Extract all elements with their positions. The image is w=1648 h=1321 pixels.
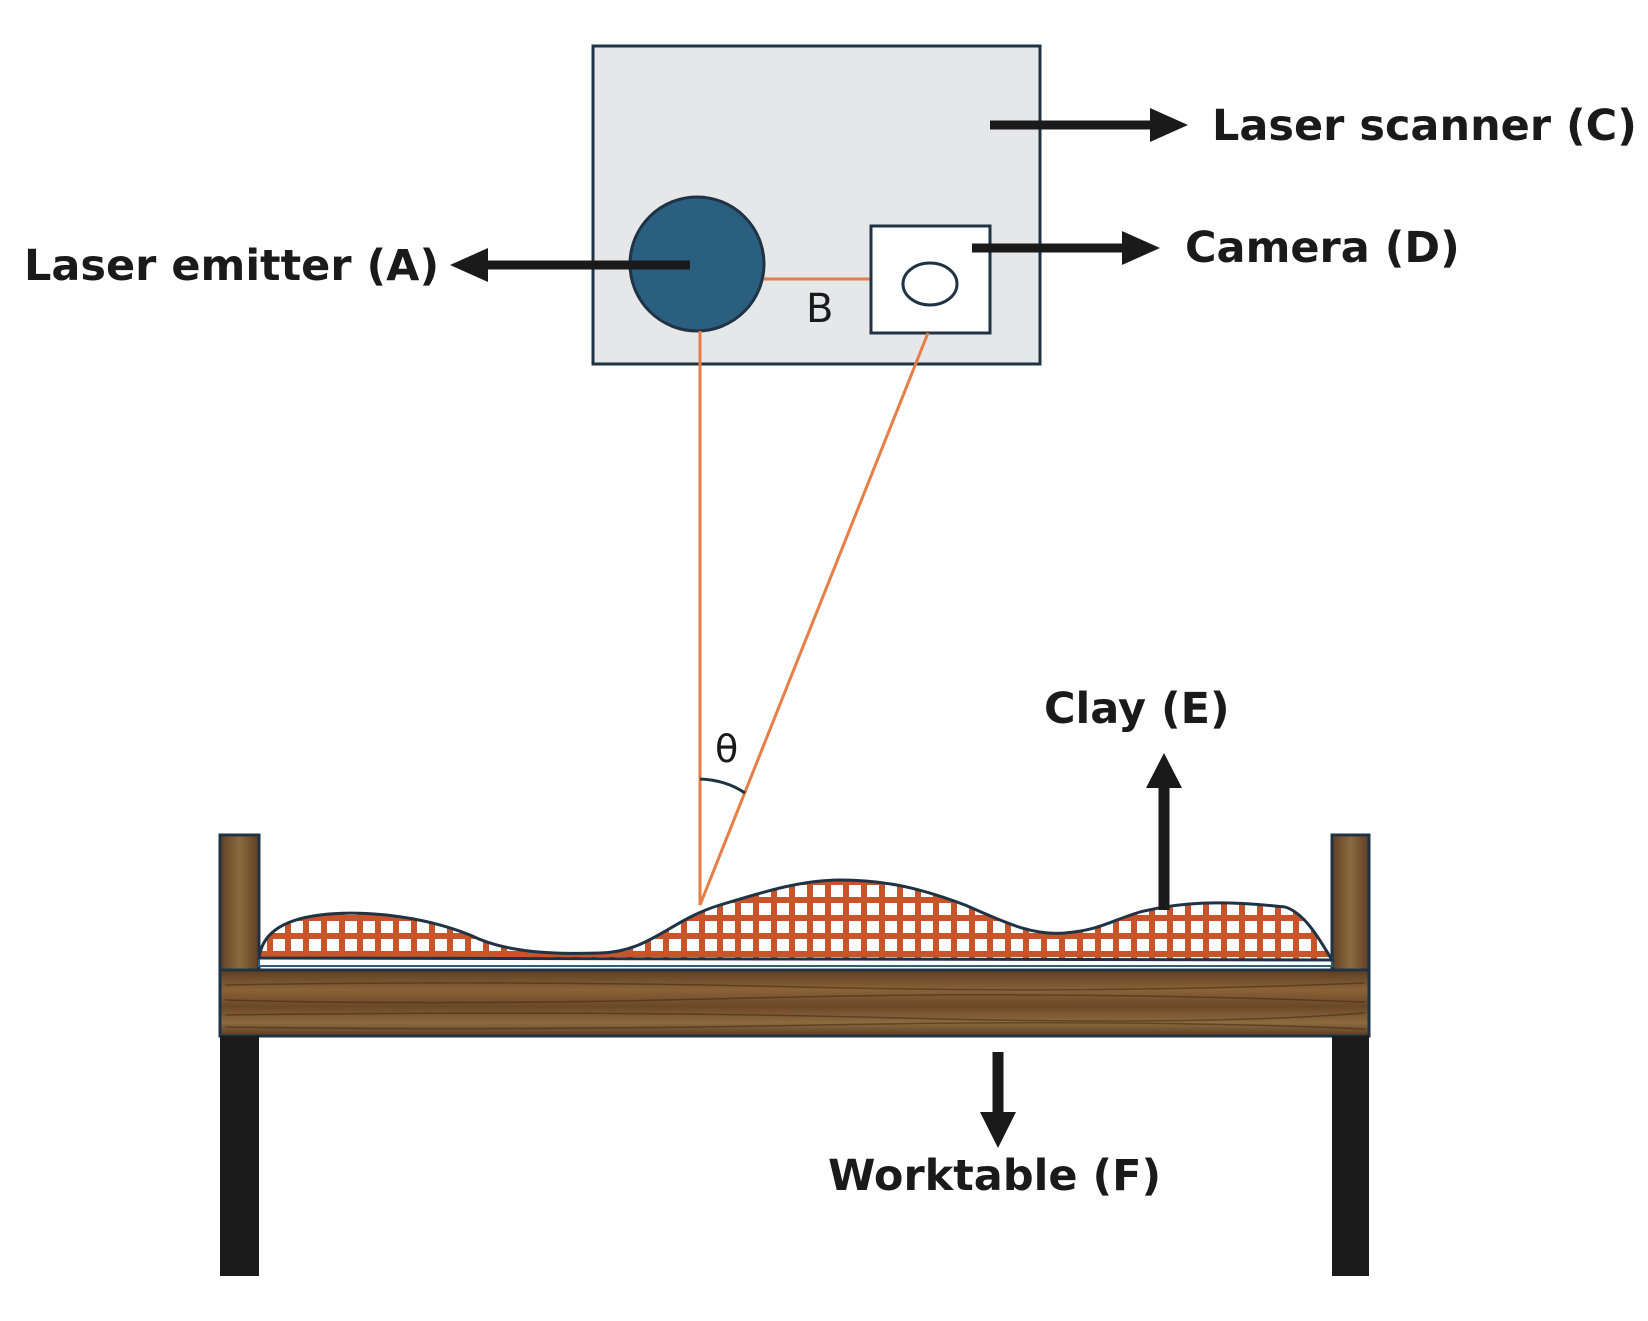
worktable-left-post — [218, 833, 261, 972]
arrow-clay — [1146, 753, 1182, 910]
reflected-beam — [698, 332, 930, 906]
label-camera: Camera (D) — [1185, 223, 1460, 273]
label-laser-emitter: Laser emitter (A) — [24, 241, 439, 291]
worktable-left-leg — [220, 1036, 259, 1276]
arrow-laser-emitter — [450, 248, 690, 282]
label-laser-scanner: Laser scanner (C) — [1212, 101, 1637, 151]
theta-arc — [699, 777, 746, 795]
worktable-right-leg — [1332, 1036, 1369, 1276]
worktable-right-post — [1330, 833, 1371, 972]
arrow-worktable — [980, 1052, 1016, 1148]
arrow-camera — [972, 231, 1160, 265]
camera-lens-icon — [901, 261, 959, 307]
wood-grain — [224, 982, 1366, 1030]
label-theta: θ — [715, 727, 738, 771]
arrow-laser-scanner — [990, 108, 1188, 142]
label-worktable: Worktable (F) — [828, 1151, 1161, 1201]
label-clay: Clay (E) — [1044, 684, 1230, 734]
clay-mound — [257, 878, 1335, 962]
label-baseline: B — [806, 286, 833, 332]
